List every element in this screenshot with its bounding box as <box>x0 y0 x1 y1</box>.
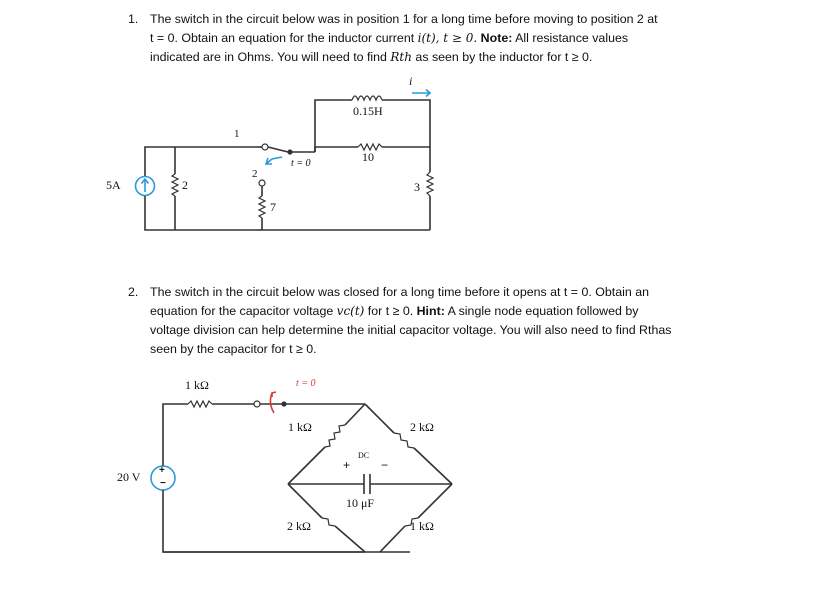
c1-inductor-label: 0.15H <box>353 104 383 118</box>
c2-switch-time: t = 0 <box>296 378 316 389</box>
resistor-2k-ll-icon <box>321 517 336 527</box>
problem-2-line-2c: A single node equation followed by <box>444 304 639 318</box>
problem-1: 1. The switch in the circuit below was i… <box>128 10 748 70</box>
problem-1-line-2a: t = 0. Obtain an equation for the induct… <box>150 31 418 45</box>
problem-1-text: The switch in the circuit below was in p… <box>150 10 658 67</box>
resistor-3-icon <box>425 171 435 197</box>
hint-label: Hint: <box>416 304 445 318</box>
c1-pos1-label: 1 <box>234 128 240 140</box>
current-source-icon <box>134 175 156 197</box>
c2-cap-plus: + <box>343 458 351 472</box>
problem-1-line-3: indicated are in Ohms. You will need to … <box>150 48 658 67</box>
problem-1-line-3a: indicated are in Ohms. You will need to … <box>150 50 391 64</box>
c2-cap-minus: − <box>381 458 389 472</box>
c2-source-label: 20 V <box>117 470 141 484</box>
c1-r-top-label: 10 <box>362 150 374 164</box>
inductor-current-expr: i(t), t ≥ 0. <box>417 31 478 45</box>
c1-r-right-label: 3 <box>414 180 420 194</box>
rth-expr: Rth <box>390 50 412 64</box>
problem-2-text: The switch in the circuit below was clos… <box>150 283 671 359</box>
problem-2-line-4: seen by the capacitor for t ≥ 0. <box>150 342 317 356</box>
resistor-1k-ul-icon <box>324 424 346 448</box>
c1-switch-time: t = 0 <box>291 158 311 169</box>
c2-r-ll-label: 2 kΩ <box>287 519 311 533</box>
problem-2-number: 2. <box>128 285 139 299</box>
c2-r-ur-label: 2 kΩ <box>410 420 434 434</box>
problem-2: 2. The switch in the circuit below was c… <box>128 283 768 363</box>
c2-cap-tag: DC <box>358 451 370 460</box>
c2-r-ul-label: 1 kΩ <box>288 420 312 434</box>
inductor-icon <box>351 95 383 102</box>
c2-cap-label: 10 μF <box>346 496 375 510</box>
problem-1-line-1: The switch in the circuit below was in p… <box>150 12 658 26</box>
c2-r-series-label: 1 kΩ <box>185 378 209 392</box>
c1-current-label: i <box>409 74 413 88</box>
problem-2-line-1: The switch in the circuit below was clos… <box>150 285 649 299</box>
cap-voltage-expr: vc(t) <box>336 304 365 318</box>
problem-1-number: 1. <box>128 12 139 26</box>
problem-1-line-2: t = 0. Obtain an equation for the induct… <box>150 29 658 48</box>
c2-src-plus: + <box>159 465 165 476</box>
c2-r-lr-label: 1 kΩ <box>410 519 434 533</box>
problem-1-line-3b: as seen by the inductor for t ≥ 0. <box>411 50 593 64</box>
c2-src-minus: − <box>160 478 166 489</box>
c1-r-bottom-label: 7 <box>270 200 276 214</box>
resistor-7-icon <box>257 195 267 219</box>
problem-2-line-2a: equation for the capacitor voltage <box>150 304 337 318</box>
problem-2-line-3: voltage division can help determine the … <box>150 323 672 337</box>
c1-r-left-label: 2 <box>182 178 188 192</box>
note-label: Note: <box>480 31 513 45</box>
resistor-1k-series-icon <box>187 399 213 409</box>
c1-source-label: 5A <box>106 178 121 192</box>
resistor-2-icon <box>170 173 180 197</box>
problem-2-line-2b: for t ≥ 0. <box>364 304 417 318</box>
problem-1-line-2b: All resistance values <box>512 31 629 45</box>
resistor-2k-ur-icon <box>393 432 415 449</box>
problem-2-line-2: equation for the capacitor voltage vc(t)… <box>150 302 671 321</box>
c1-pos2-label: 2 <box>252 168 258 180</box>
